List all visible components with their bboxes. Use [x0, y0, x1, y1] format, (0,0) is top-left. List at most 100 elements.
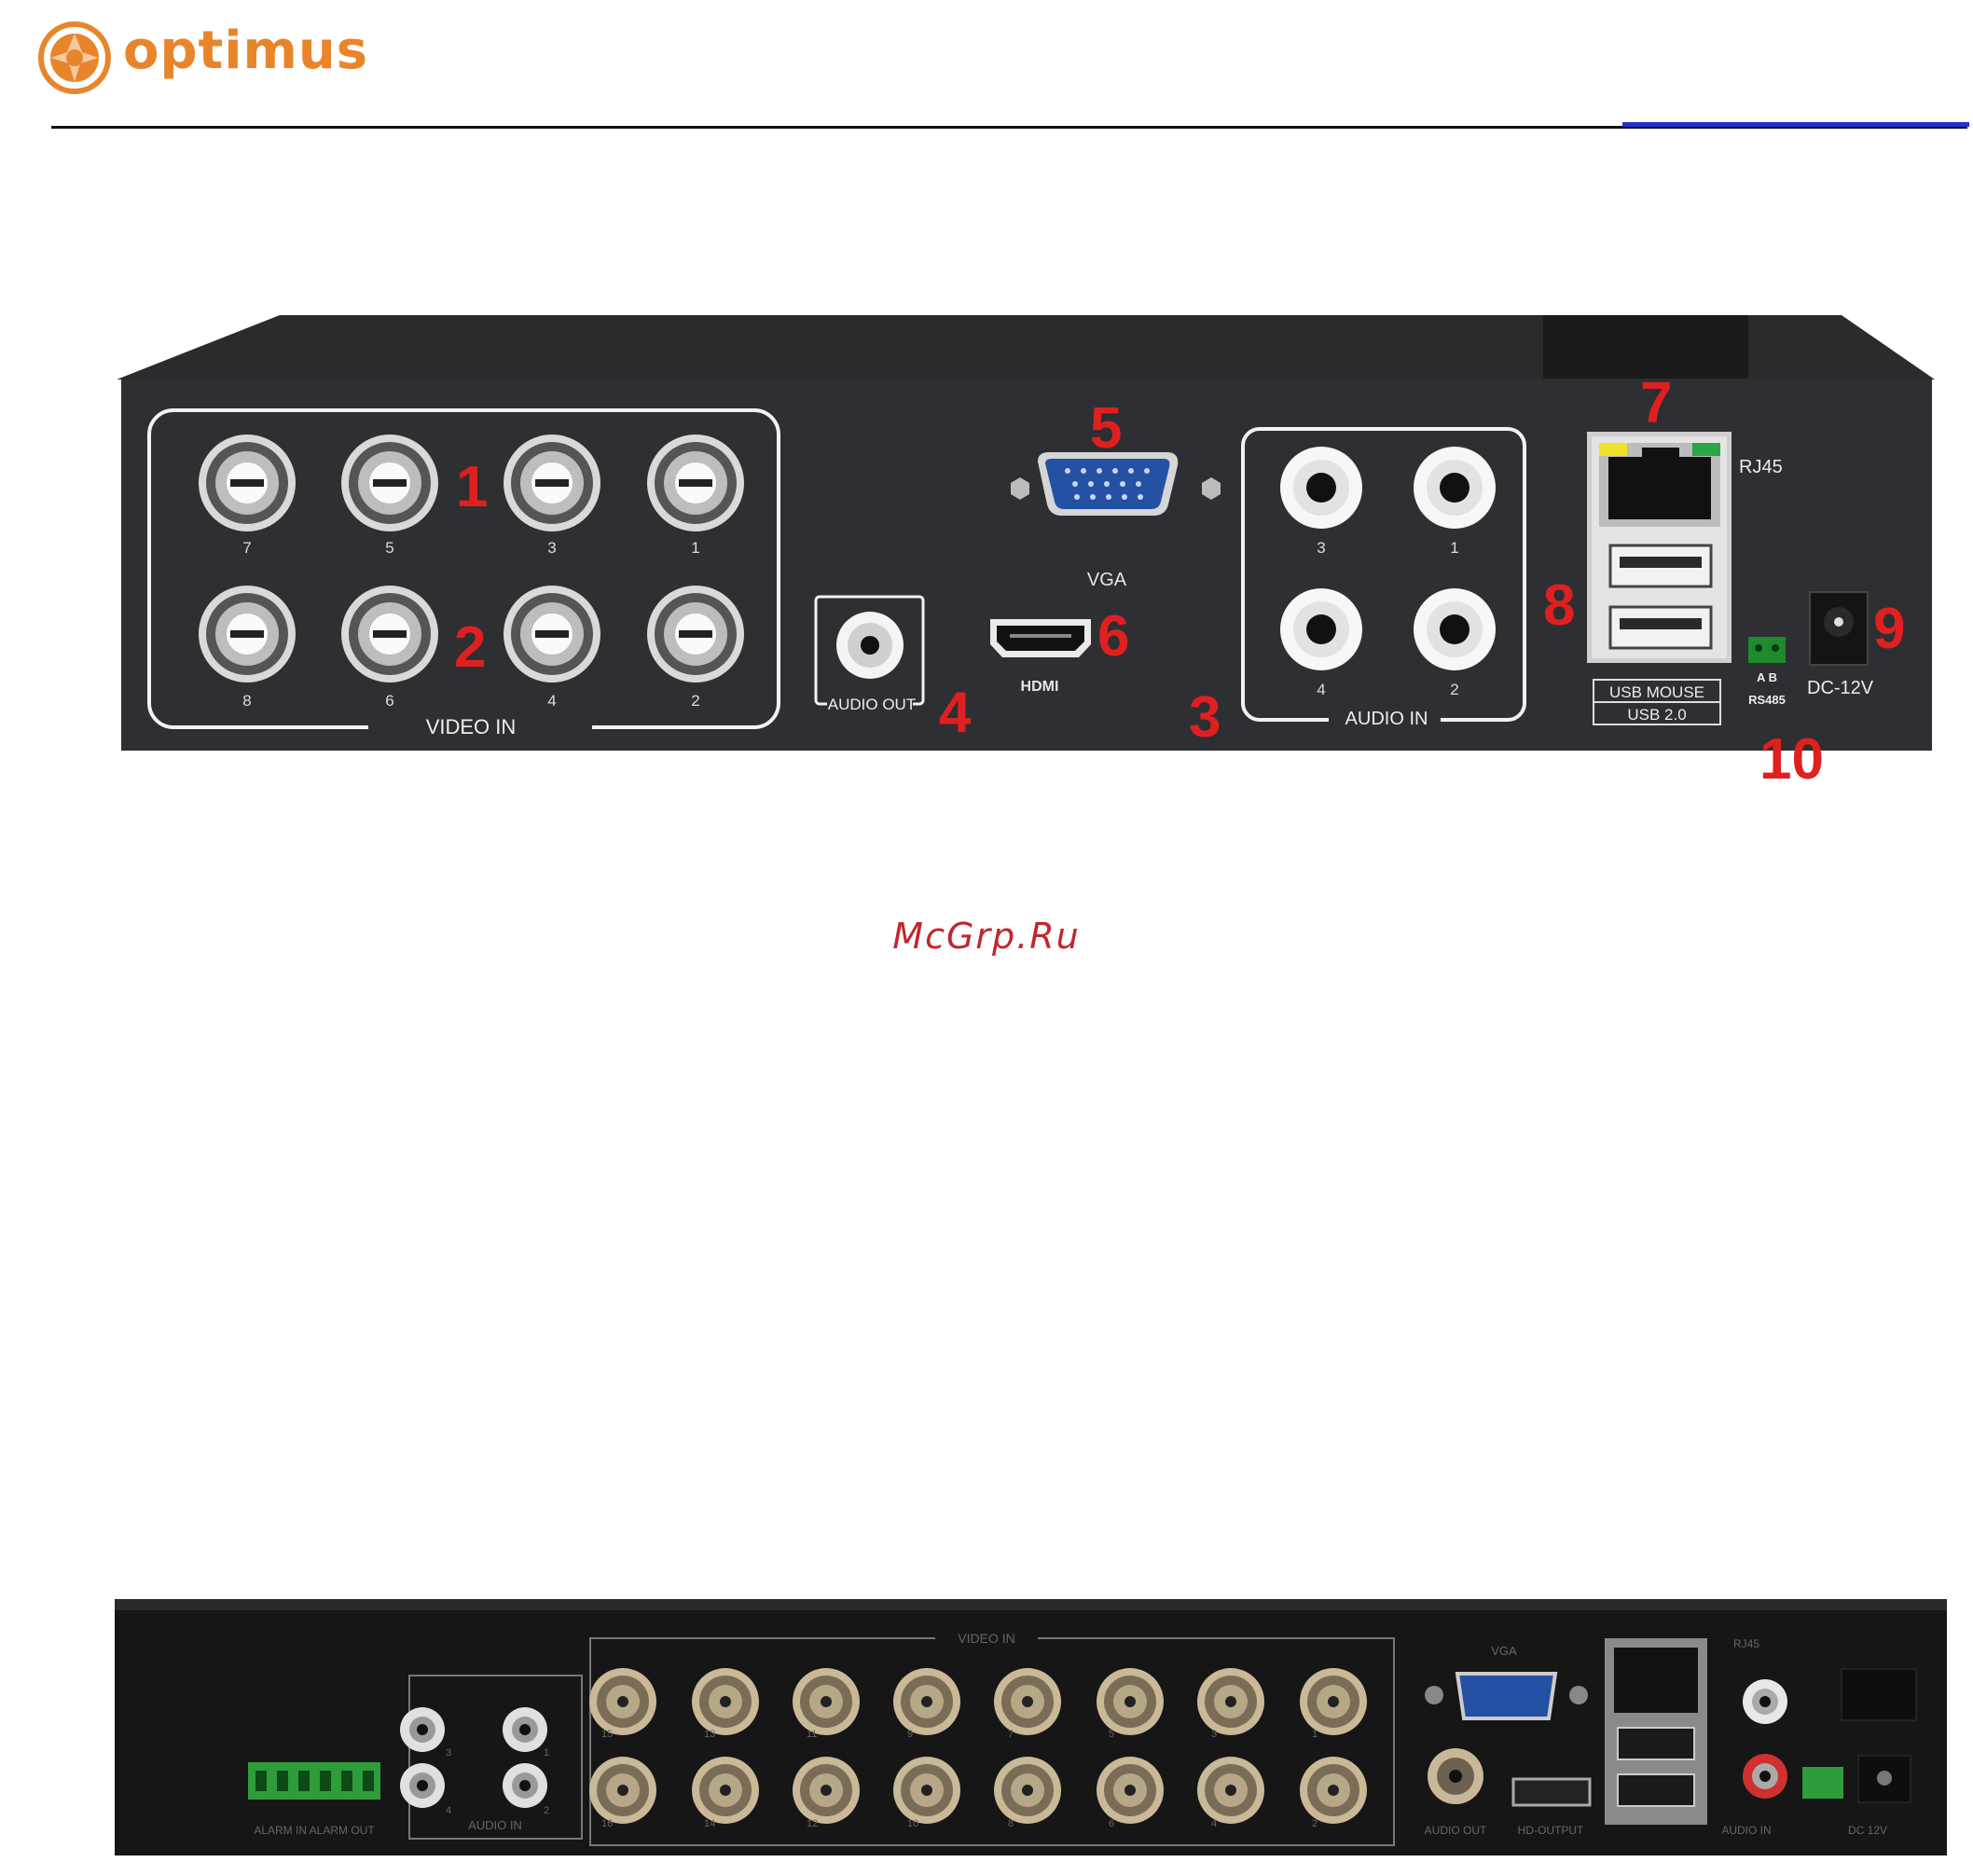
callout-8: 8	[1543, 573, 1575, 638]
rca-audio-out-jack[interactable]	[1428, 1748, 1483, 1804]
rca-audio-in-jack[interactable]	[1414, 447, 1496, 529]
rca-audio-in-jack[interactable]	[503, 1763, 547, 1808]
link-led-green	[1692, 443, 1720, 456]
bnc-connector[interactable]	[1197, 1757, 1264, 1824]
channel-number: 3	[547, 539, 556, 557]
vga-port[interactable]	[1457, 1674, 1555, 1718]
bnc-connector[interactable]	[341, 586, 438, 683]
bnc-connector[interactable]	[647, 586, 744, 683]
alarm-label: ALARM IN ALARM OUT	[254, 1824, 375, 1837]
channel-number: 1	[691, 539, 699, 557]
bnc-connector[interactable]	[692, 1757, 759, 1824]
bnc-connector[interactable]	[893, 1668, 960, 1735]
rs485-terminal[interactable]	[1802, 1767, 1843, 1799]
rca-audio-out-jack[interactable]	[1743, 1679, 1787, 1724]
dc-label: DC 12V	[1848, 1824, 1887, 1837]
channel-number: 12	[807, 1818, 818, 1829]
audio-in-label: AUDIO IN	[468, 1818, 522, 1832]
bnc-connector[interactable]	[199, 435, 296, 531]
bnc-connector[interactable]	[589, 1668, 656, 1735]
channel-number: 14	[704, 1818, 715, 1829]
channel-number: 6	[1109, 1818, 1114, 1829]
hdmi-port[interactable]	[1513, 1779, 1590, 1805]
brand-name: optimus	[123, 21, 368, 81]
callout-7: 7	[1640, 371, 1672, 435]
usb-port[interactable]	[1618, 1728, 1694, 1759]
rca-audio-in-jack[interactable]	[1743, 1754, 1787, 1799]
bnc-connector[interactable]	[793, 1757, 860, 1824]
bnc-connector[interactable]	[1300, 1668, 1367, 1735]
rs485-terminal[interactable]	[1748, 637, 1786, 663]
header-link-underline	[1622, 122, 1969, 127]
bnc-connector[interactable]	[1097, 1757, 1164, 1824]
rca-audio-in-jack[interactable]	[1414, 588, 1496, 670]
channel-number: 5	[1109, 1729, 1114, 1740]
usb-port[interactable]	[1610, 607, 1711, 648]
hdmi-label: HDMI	[1021, 679, 1059, 695]
channel-number: 9	[907, 1729, 913, 1740]
channel-number: 13	[704, 1729, 715, 1740]
channel-number: 7	[1008, 1729, 1014, 1740]
dvr-rear-panel-4ch: VIDEO IN 7 5 3 1 8 6 4 2 AUDIO OUT	[117, 312, 1935, 788]
rca-audio-in-jack[interactable]	[400, 1707, 445, 1752]
usb-mouse-label: USB MOUSE	[1609, 683, 1704, 701]
watermark: McGrp.Ru	[0, 916, 1973, 957]
callout-5: 5	[1090, 396, 1122, 461]
dc-label: DC-12V	[1807, 678, 1874, 698]
bnc-connector[interactable]	[994, 1757, 1061, 1824]
rj45-port[interactable]	[1614, 1648, 1698, 1713]
bnc-connector[interactable]	[589, 1757, 656, 1824]
rca-audio-out-jack[interactable]	[836, 612, 904, 679]
channel-number: 15	[601, 1729, 613, 1740]
channel-number: 11	[807, 1729, 817, 1740]
power-switch[interactable]	[1842, 1669, 1916, 1720]
rca-audio-in-jack[interactable]	[400, 1763, 445, 1808]
vga-label: VGA	[1087, 570, 1127, 590]
channel-number: 1	[544, 1747, 549, 1759]
callout-1: 1	[456, 455, 488, 519]
bnc-connector[interactable]	[1197, 1668, 1264, 1735]
rca-audio-in-jack[interactable]	[1280, 588, 1362, 670]
bnc-connector[interactable]	[1097, 1668, 1164, 1735]
bnc-connector[interactable]	[692, 1668, 759, 1735]
vga-label: VGA	[1491, 1644, 1517, 1658]
alarm-terminal-group: ALARM IN ALARM OUT	[248, 1762, 380, 1837]
optimus-logo-icon	[37, 21, 112, 95]
bnc-connector[interactable]	[341, 435, 438, 531]
bnc-connector[interactable]	[199, 586, 296, 683]
hd-output-label: HD-OUTPUT	[1518, 1824, 1584, 1837]
channel-number: 16	[601, 1818, 613, 1829]
usb-port[interactable]	[1618, 1774, 1694, 1806]
bnc-connector[interactable]	[793, 1668, 860, 1735]
channel-number: 6	[385, 692, 393, 710]
bnc-connector[interactable]	[647, 435, 744, 531]
channel-number: 5	[385, 539, 393, 557]
usb-port[interactable]	[1610, 545, 1711, 586]
callout-9: 9	[1873, 597, 1905, 661]
rj45-port[interactable]	[1599, 443, 1720, 527]
dc-power-group: DC-12V	[1807, 592, 1874, 698]
alarm-terminal-block[interactable]	[248, 1762, 380, 1800]
channel-number: 3	[1211, 1729, 1217, 1740]
audio-out-label: AUDIO OUT	[828, 696, 916, 713]
video-in-label: VIDEO IN	[426, 715, 517, 738]
rs485-label: RS485	[1748, 693, 1786, 707]
callout-10: 10	[1759, 727, 1824, 788]
page-header: optimus	[0, 0, 1973, 140]
channel-number: 7	[242, 539, 251, 557]
rs485-ab-label: A B	[1757, 670, 1777, 684]
bnc-connector[interactable]	[893, 1757, 960, 1824]
channel-number: 3	[446, 1747, 451, 1759]
bnc-connector[interactable]	[994, 1668, 1061, 1735]
bnc-connector[interactable]	[504, 435, 600, 531]
rj45-label: RJ45	[1739, 457, 1783, 477]
channel-number: 3	[1317, 539, 1325, 557]
bnc-connector[interactable]	[1300, 1757, 1367, 1824]
rca-audio-in-jack[interactable]	[1280, 447, 1362, 529]
dvr-rear-panel-16ch: ALARM IN ALARM OUT 3 1 4 2 AUDIO IN VIDE…	[115, 1599, 1947, 1855]
bnc-connector[interactable]	[504, 586, 600, 683]
channel-number: 10	[907, 1818, 918, 1829]
rca-audio-in-jack[interactable]	[503, 1707, 547, 1752]
audio-in-label: AUDIO IN	[1345, 709, 1428, 729]
channel-number: 8	[1008, 1818, 1014, 1829]
